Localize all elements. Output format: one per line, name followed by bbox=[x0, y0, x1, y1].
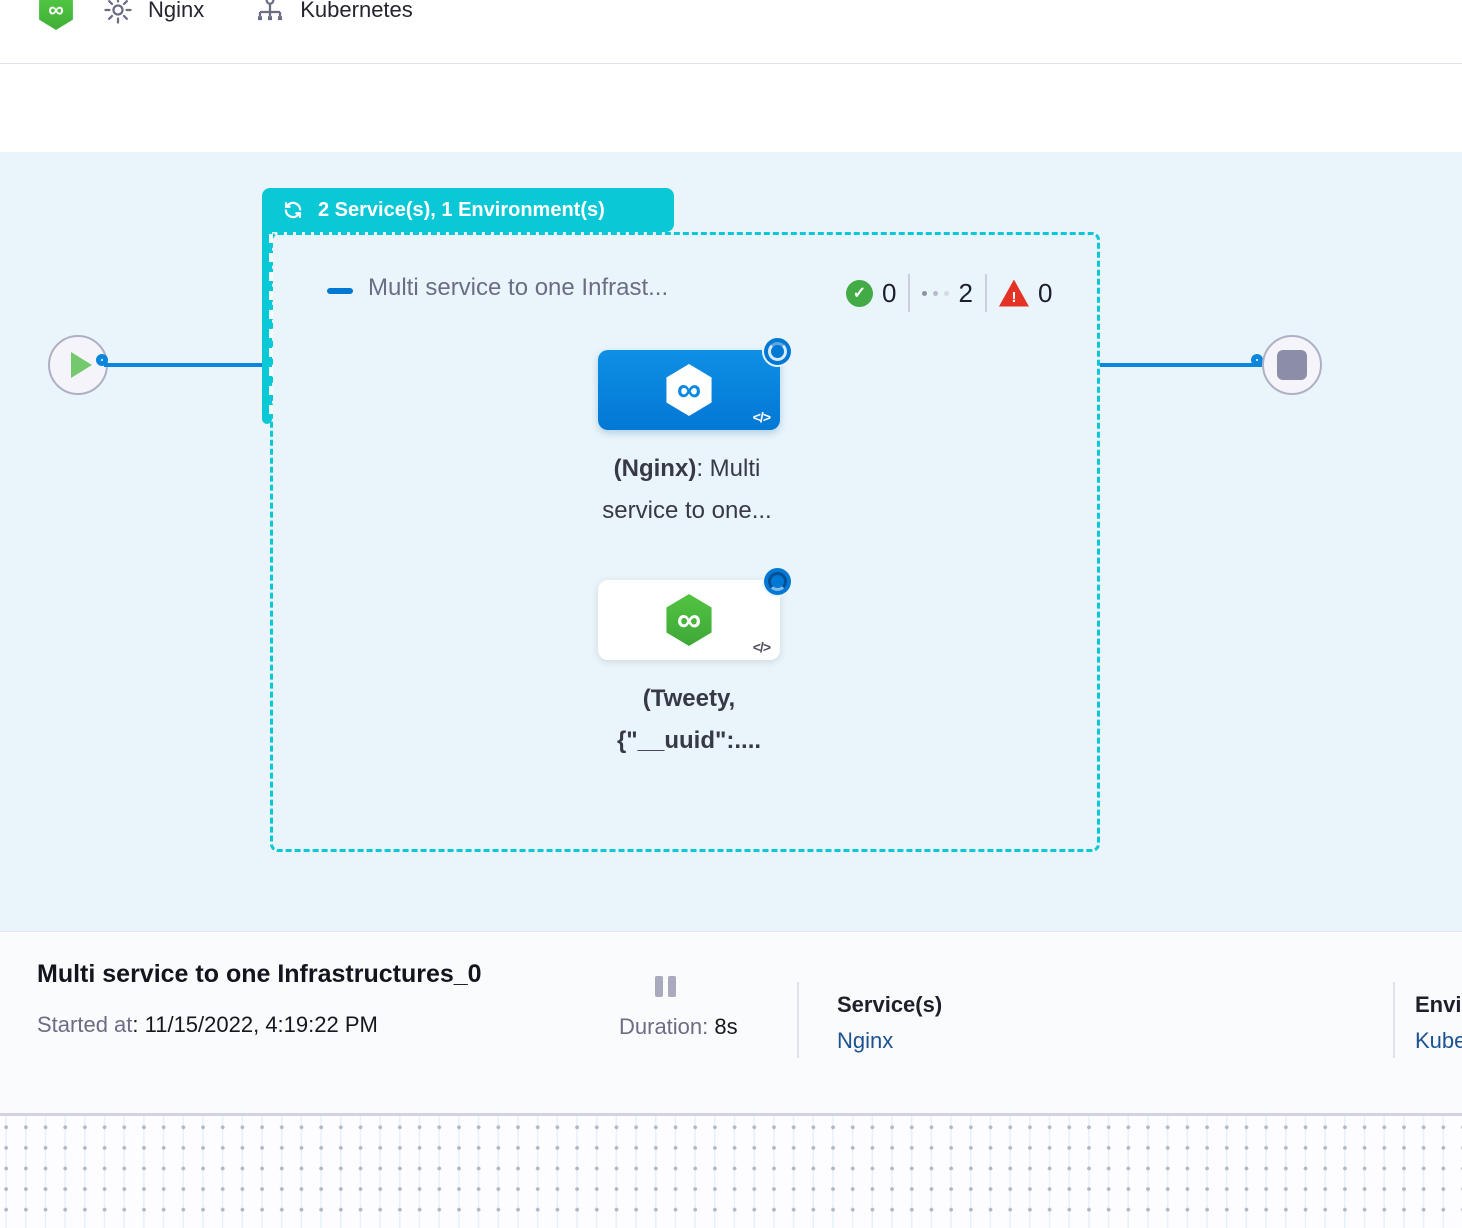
gear-icon bbox=[102, 0, 134, 26]
pipeline-canvas[interactable]: 2 Service(s), 1 Environment(s) Multi ser… bbox=[0, 152, 1462, 932]
code-icon: </> bbox=[753, 409, 770, 425]
dotted-grid-background bbox=[0, 1116, 1462, 1228]
collapse-stage-button[interactable] bbox=[327, 288, 353, 294]
services-value-link[interactable]: Nginx bbox=[837, 1028, 893, 1054]
connector-line-start bbox=[104, 363, 264, 367]
environments-column-label: Environment(s) bbox=[1415, 992, 1462, 1018]
service-environment-group-badge[interactable]: 2 Service(s), 1 Environment(s) bbox=[262, 188, 674, 232]
stage-status-counts: ✓ 0 2 ! 0 bbox=[846, 274, 1052, 312]
execution-summary-bar: Multi service to one Infrastructures_0 S… bbox=[0, 932, 1462, 1113]
service-node-tweety-label: (Tweety, {"__uuid":.... bbox=[569, 678, 809, 762]
pending-dots-icon bbox=[922, 291, 949, 296]
failed-warning-icon: ! bbox=[999, 280, 1029, 307]
group-badge-label: 2 Service(s), 1 Environment(s) bbox=[318, 199, 605, 222]
duration-line: Duration: 8s bbox=[619, 1014, 738, 1040]
breadcrumb-service[interactable]: Nginx bbox=[102, 0, 204, 26]
service-node-nginx[interactable]: ∞ </> bbox=[598, 350, 780, 430]
harness-logo-icon: ∞ bbox=[665, 364, 713, 416]
pending-count: 2 bbox=[958, 278, 972, 309]
looping-strategy-badge[interactable] bbox=[764, 338, 791, 365]
environments-value-link[interactable]: Kubernetes bbox=[1415, 1028, 1462, 1054]
stage-name: Multi service to one Infrast... bbox=[368, 274, 668, 302]
services-column-label: Service(s) bbox=[837, 992, 942, 1018]
footer-divider bbox=[1393, 982, 1395, 1058]
started-at-line: Started at: 11/15/2022, 4:19:22 PM bbox=[37, 1012, 378, 1038]
stat-divider bbox=[908, 274, 910, 312]
execution-title: Multi service to one Infrastructures_0 bbox=[37, 960, 482, 989]
code-icon: </> bbox=[753, 639, 770, 655]
connector-line-end bbox=[1100, 363, 1262, 367]
breadcrumb-environment-label: Kubernetes bbox=[300, 0, 413, 23]
breadcrumb-environment[interactable]: Kubernetes bbox=[254, 0, 413, 26]
play-icon bbox=[71, 352, 92, 378]
group-bar-dashes bbox=[269, 234, 273, 420]
looping-strategy-badge[interactable] bbox=[764, 568, 791, 595]
execution-tabbar: Pipeline Inputs Policy Evaluations bbox=[0, 64, 1462, 152]
harness-logo-icon: ∞ bbox=[665, 594, 713, 646]
infinity-glyph: ∞ bbox=[48, 0, 64, 23]
breadcrumb-header: ∞ Nginx bbox=[0, 0, 1462, 64]
success-check-icon: ✓ bbox=[846, 280, 873, 307]
footer-divider bbox=[797, 982, 799, 1058]
pause-icon bbox=[655, 976, 676, 997]
success-count: 0 bbox=[882, 278, 896, 309]
breadcrumb-service-label: Nginx bbox=[148, 0, 204, 23]
stat-divider bbox=[985, 274, 987, 312]
connector-dot-start bbox=[96, 354, 108, 366]
service-node-tweety[interactable]: ∞ </> bbox=[598, 580, 780, 660]
harness-logo-icon: ∞ bbox=[38, 0, 74, 30]
service-node-nginx-label: (Nginx): Multi service to one... bbox=[580, 448, 794, 532]
pipeline-end-node bbox=[1262, 335, 1322, 395]
kubernetes-icon bbox=[254, 0, 286, 26]
pause-button[interactable] bbox=[655, 976, 676, 997]
failed-count: 0 bbox=[1038, 278, 1052, 309]
stop-icon bbox=[1277, 350, 1307, 380]
loop-icon bbox=[280, 197, 306, 223]
